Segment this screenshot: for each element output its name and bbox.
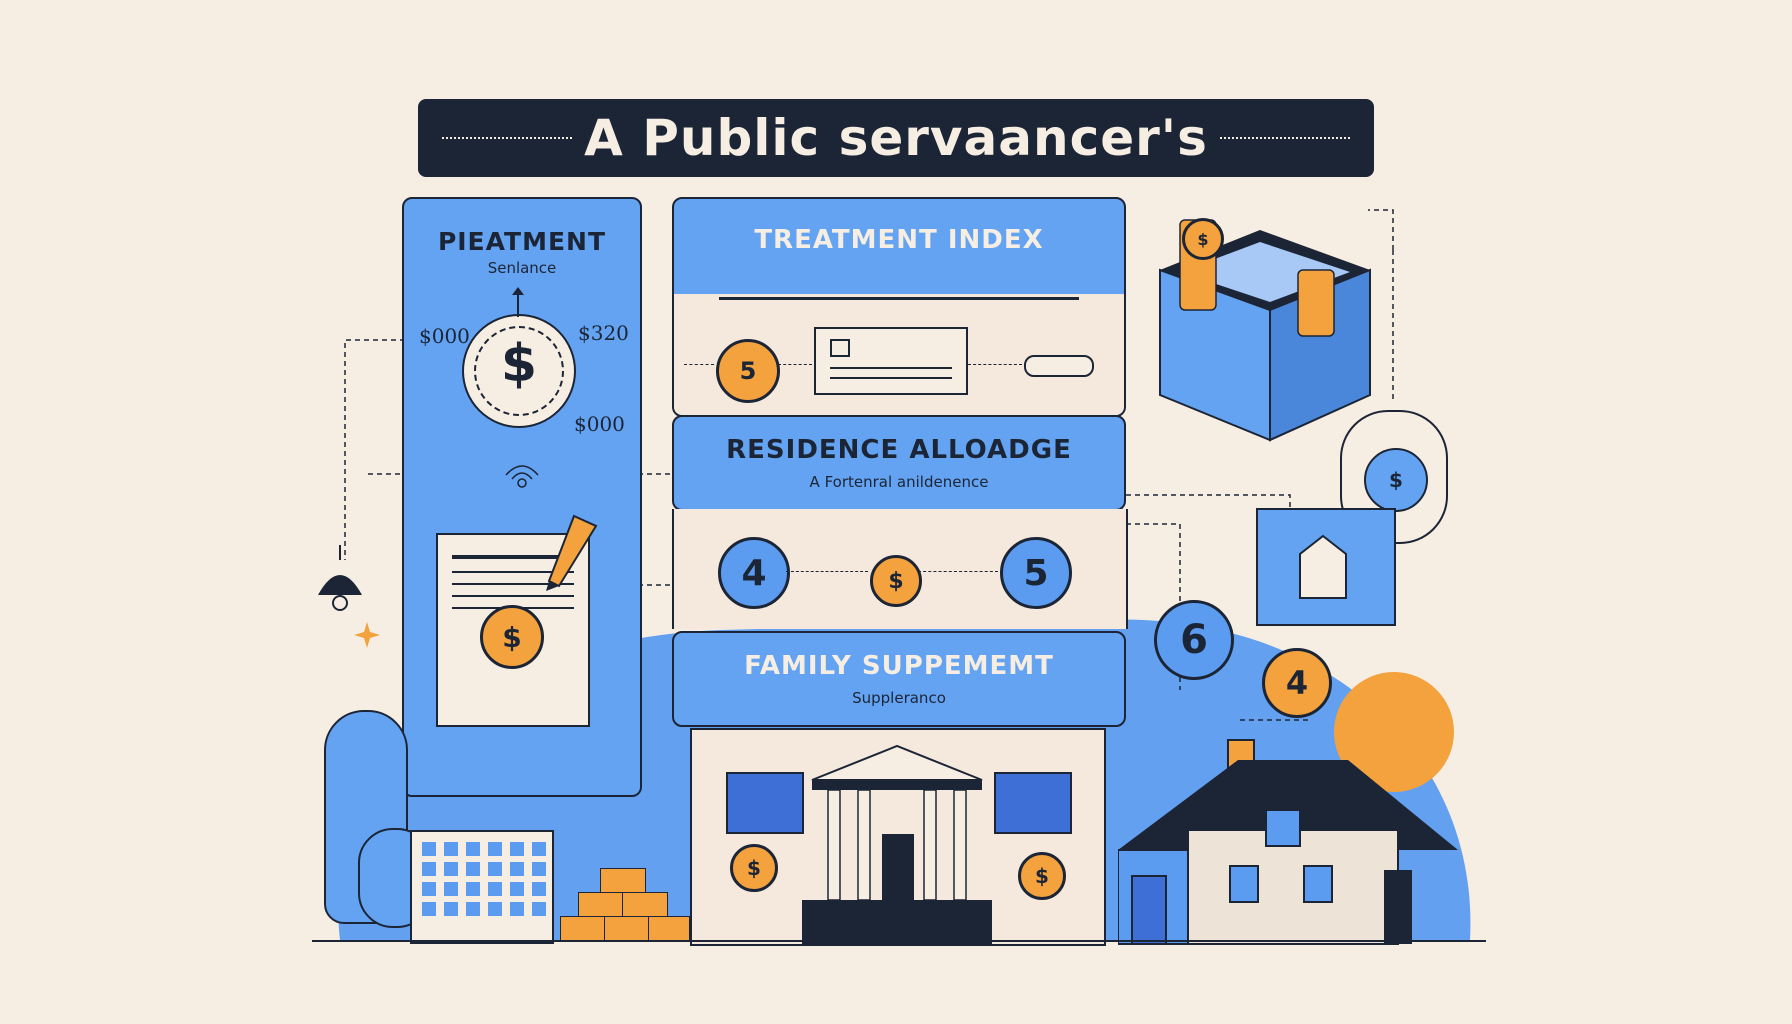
envelope-card xyxy=(1256,508,1396,626)
building-window-left xyxy=(726,772,804,834)
apartment-windows xyxy=(412,832,552,926)
panel-residence-heading: RESIDENCE ALLOADGE xyxy=(726,435,1072,465)
panel-pieatment-heading: PIEATMENT xyxy=(437,227,607,256)
right-badge-6: 6 xyxy=(1154,600,1234,680)
panel-residence-subheading: A Fortenral anildenence xyxy=(809,473,989,491)
panel-treatment-index-heading: TREATMENT INDEX xyxy=(754,225,1044,255)
panel-treatment-index: TREATMENT INDEX 5 xyxy=(672,197,1126,417)
amount-left: $000 xyxy=(419,324,470,348)
ground-line xyxy=(312,940,1486,942)
treatment-index-badge: 5 xyxy=(716,339,780,403)
panel-family: FAMILY SUPPEMEMT Suppleranco xyxy=(672,631,1126,727)
treatment-index-rule xyxy=(719,297,1079,300)
panel-residence: RESIDENCE ALLOADGE A Fortenral anildenen… xyxy=(672,415,1126,511)
title-right-dots xyxy=(1220,137,1350,139)
title-left-dots xyxy=(442,137,572,139)
portico xyxy=(802,744,992,944)
dollar-circle: $ xyxy=(462,314,576,428)
residence-dash-left xyxy=(786,571,868,572)
panel-pieatment: PIEATMENT Senlance $000 $320 $000 $ $ xyxy=(402,197,642,797)
building-coin-left: $ xyxy=(730,844,778,892)
sparkle-icon xyxy=(354,622,380,648)
pill-indicator xyxy=(1024,355,1094,377)
residence-badge-right: 5 xyxy=(1000,537,1072,609)
treatment-dash-mid xyxy=(778,364,812,365)
dollar-icon: $ xyxy=(500,334,538,394)
treatment-dash-left xyxy=(684,364,714,365)
box-stack xyxy=(560,868,690,942)
right-badge-4: 4 xyxy=(1262,648,1332,718)
panel-family-heading: FAMILY SUPPEMEMT xyxy=(744,651,1054,681)
page-title: A Public servaancer's xyxy=(584,109,1208,167)
center-panel-stack: TREATMENT INDEX 5 RESIDENCE ALLOADGE A F… xyxy=(672,197,1128,727)
residence-body: 4 5 $ xyxy=(672,509,1128,629)
arrow-up-icon xyxy=(512,287,524,317)
cash-box-coin: $ xyxy=(1182,218,1224,260)
check-card xyxy=(814,327,968,395)
building-window-right xyxy=(994,772,1072,834)
building-coin-right: $ xyxy=(1018,852,1066,900)
apartment-building xyxy=(410,830,554,944)
treatment-dash-right xyxy=(968,364,1022,365)
title-banner: A Public servaancer's xyxy=(418,99,1374,177)
dollar-circle-ring xyxy=(474,326,564,416)
jar-icon: $ xyxy=(1364,448,1428,512)
panel-pieatment-subheading: Senlance xyxy=(487,259,557,277)
envelope-icon xyxy=(1299,534,1347,599)
panel-family-subheading: Suppleranco xyxy=(852,689,946,707)
residence-coin: $ xyxy=(870,555,922,607)
pen-icon xyxy=(546,514,598,591)
document-coin: $ xyxy=(480,605,544,669)
lamp-icon xyxy=(318,545,362,611)
residence-dash-right xyxy=(918,571,998,572)
government-building: $ $ xyxy=(690,728,1106,946)
house xyxy=(1118,739,1458,945)
amount-right: $320 xyxy=(578,321,629,345)
amount-bottom: $000 xyxy=(574,412,625,436)
residence-badge-left: 4 xyxy=(718,537,790,609)
signal-icon xyxy=(505,465,539,488)
